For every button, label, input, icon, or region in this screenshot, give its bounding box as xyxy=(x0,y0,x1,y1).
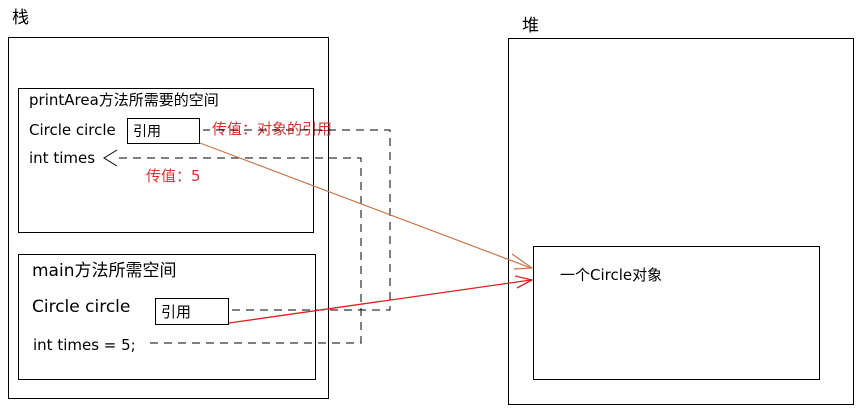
print-area-circle-ref-box xyxy=(127,118,200,144)
stack-title: 栈 xyxy=(12,8,29,28)
print-area-circle-var: Circle circle xyxy=(29,121,116,139)
pass-reference-label: 传值：对象的引用 xyxy=(212,120,333,138)
main-times-var: int times = 5; xyxy=(33,336,136,354)
heap-title: 堆 xyxy=(522,16,539,36)
main-frame-title: main方法所需空间 xyxy=(32,261,177,281)
main-circle-var: Circle circle xyxy=(32,297,131,317)
pass-value-label: 传值：5 xyxy=(146,167,201,185)
print-area-times-var: int times xyxy=(29,149,96,167)
print-area-circle-ref: 引用 xyxy=(133,124,161,140)
circle-object-box xyxy=(533,246,820,380)
print-area-frame-title: printArea方法所需要的空间 xyxy=(29,91,219,109)
circle-object-label: 一个Circle对象 xyxy=(560,266,663,284)
main-circle-ref: 引用 xyxy=(161,303,192,321)
